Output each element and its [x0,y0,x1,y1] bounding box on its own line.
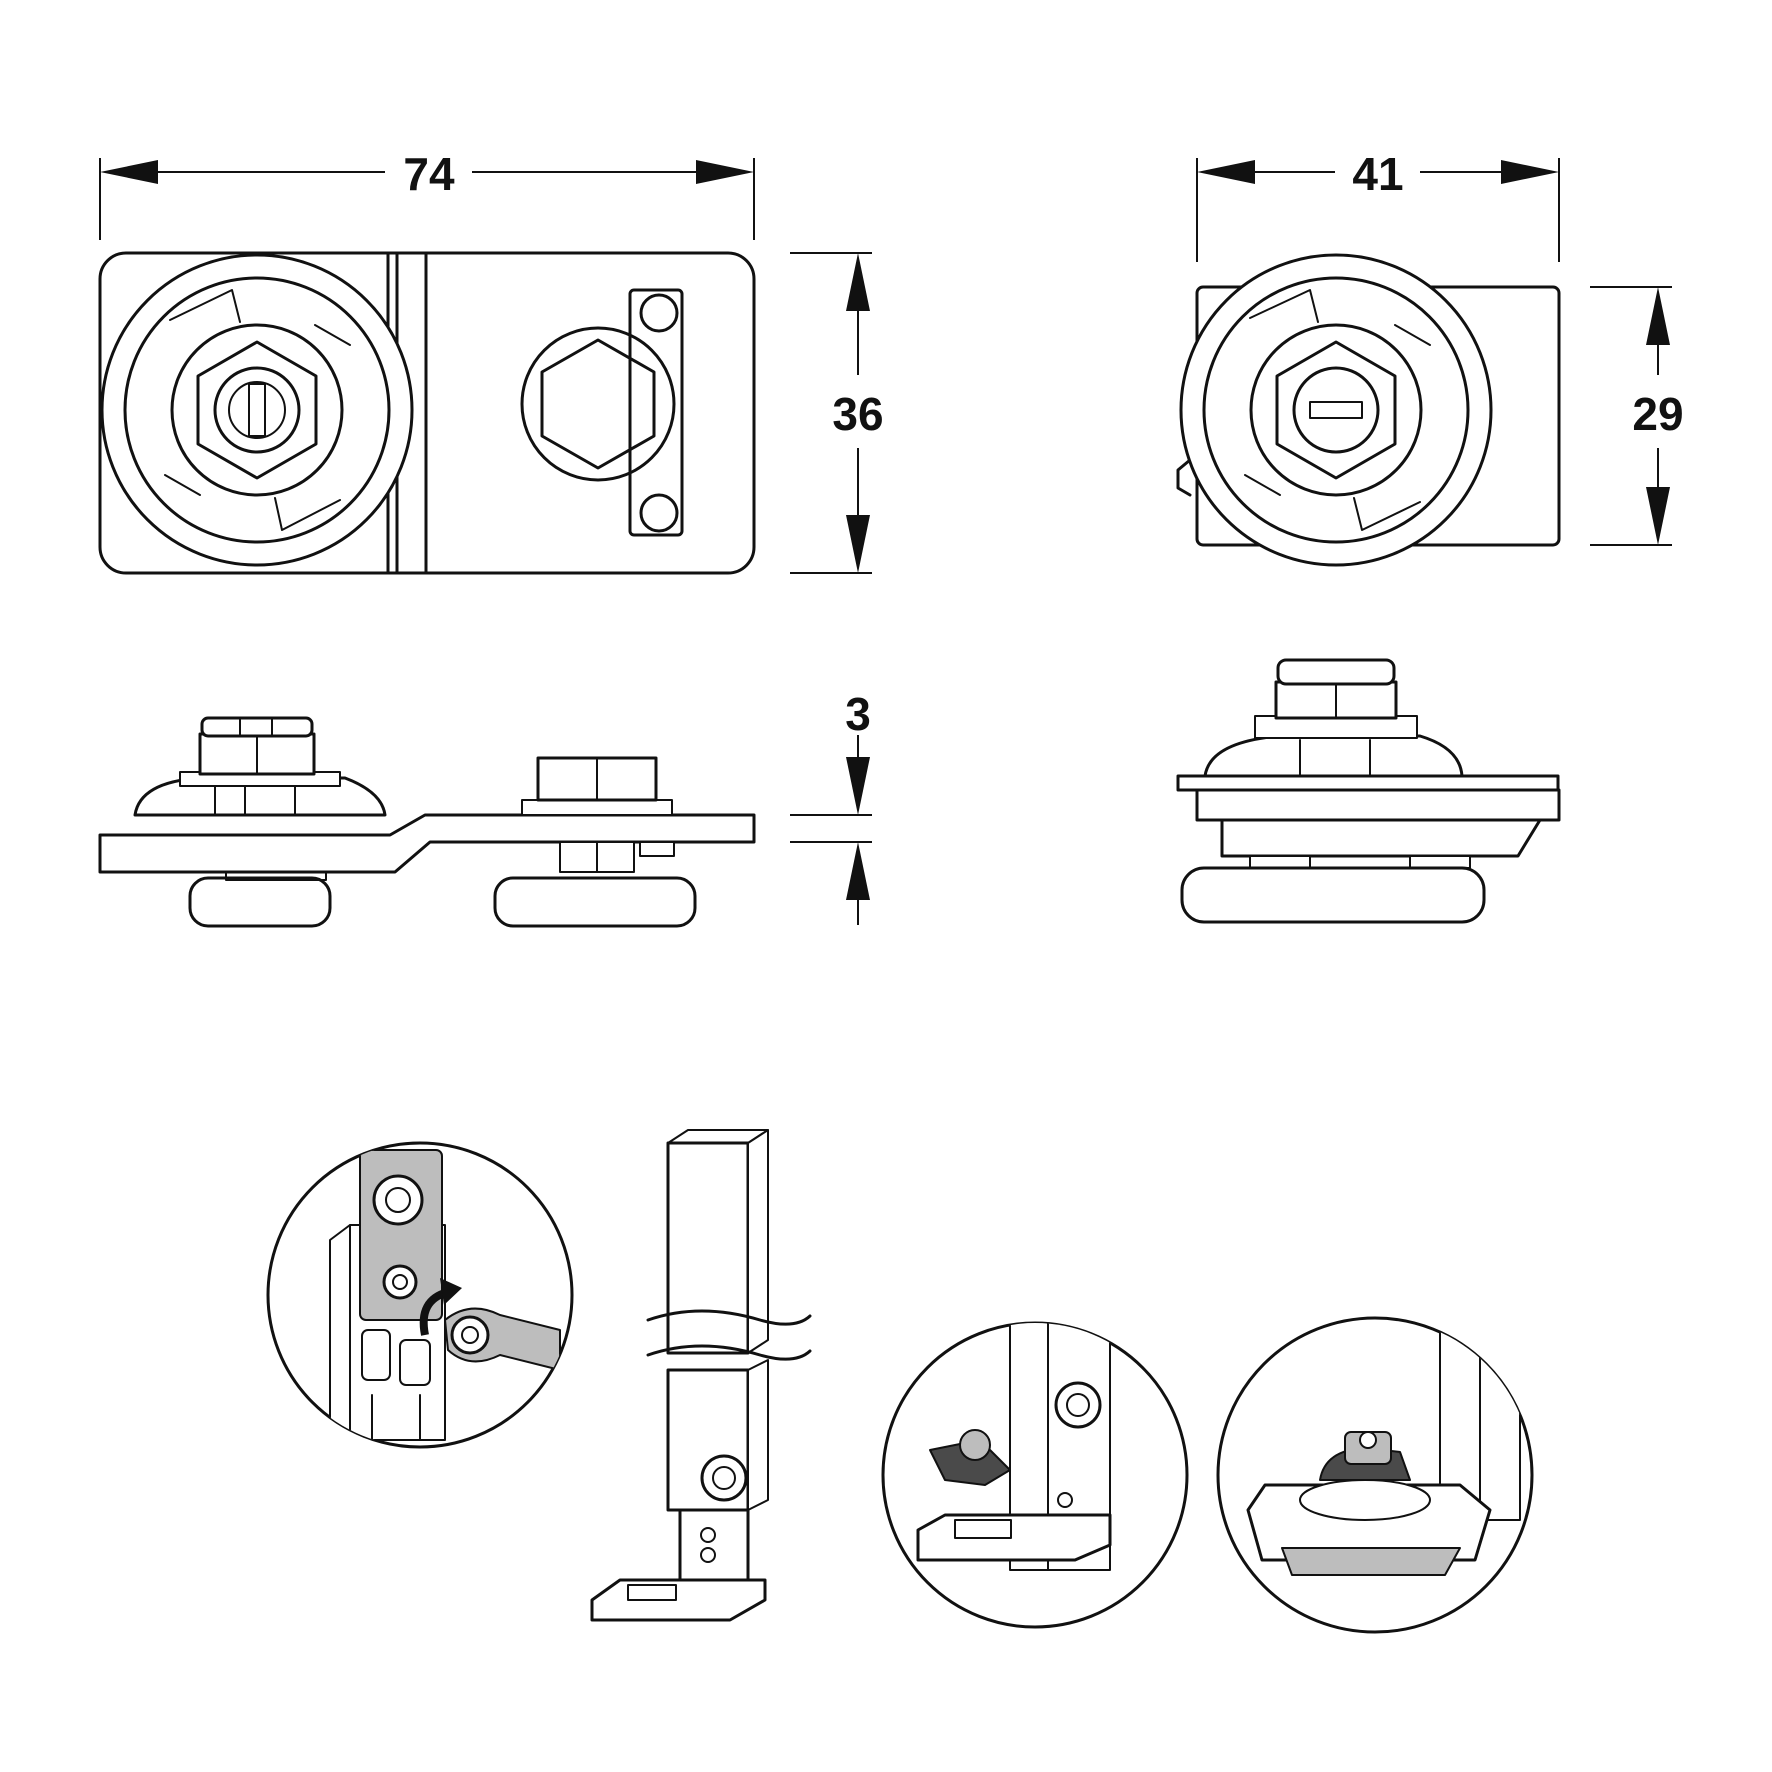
post-lower-side [747,1359,769,1511]
carrier-nut [959,1429,991,1461]
arrow-right-icon [696,160,754,184]
base-slot [954,1519,1012,1539]
profile-side [329,1224,351,1441]
bolt-head [213,366,301,454]
hex-bolt [382,1264,418,1300]
side-view-carrier [1176,658,1561,924]
arrow-right-icon [1501,160,1559,184]
dimension-plate-thickness: 3 [790,688,872,925]
dimension-label: 41 [1352,148,1403,200]
post-face [1479,1319,1521,1521]
nut-ring [170,323,344,497]
base-plate [590,1578,767,1622]
profile-slot [361,1329,391,1381]
post-bolt [1054,1381,1102,1429]
arrow-up-icon [1646,287,1670,345]
carrier-top-flange [1176,774,1560,792]
stepped-plate [98,813,756,874]
dimension-label: 36 [832,388,883,440]
roller-wheel [493,876,697,928]
arrow-head-icon [440,1278,462,1305]
arrow-left-icon [1197,160,1255,184]
roller-axle [1249,855,1311,869]
bracket-hole [450,1315,490,1355]
carrier-body-side [1195,788,1561,822]
eccentric-slot [164,324,351,496]
roller-disc-ring [123,276,391,544]
bolt-head-side [1276,658,1396,686]
eccentric-washer [1299,1479,1431,1521]
nut-ring [1249,323,1423,497]
roller-axle [225,871,327,881]
mounting-hole [639,293,679,333]
eccentric-slot [169,289,341,531]
break-line [646,1344,812,1361]
dimension-plate-length: 74 [99,148,755,240]
locating-pin [639,841,675,857]
hex-bolt [540,338,656,470]
installation-detail-base [881,1321,1189,1629]
arrow-down-icon [846,757,870,815]
base-plate [916,1513,1112,1562]
break-line [646,1309,812,1326]
roller-disc [100,253,414,567]
eccentric-washer [1203,734,1464,778]
bolt-head-side [200,716,314,738]
roller-axle [1409,855,1471,869]
roller-disc [1179,253,1493,567]
profile-slot [399,1339,431,1386]
installation-detail-mount [266,1141,574,1449]
base-slot [627,1584,677,1601]
roller-disc [372,1174,424,1226]
carrier-base [1220,818,1542,858]
screw-slot [248,383,266,437]
hex-bolt-washer [520,326,676,482]
post-bolt [700,1454,748,1502]
eccentric-slot [1244,324,1431,496]
dimension-label: 74 [403,148,455,200]
hex-nut [196,340,318,480]
arrow-up-icon [846,253,870,311]
post-upper-side [747,1129,769,1354]
mounting-hole [639,493,679,533]
roller-disc-ring [1202,276,1470,544]
post-upper [666,1141,750,1355]
dimension-carrier-length: 41 [1196,148,1560,262]
bolt-core [228,381,286,439]
installation-detail-adjust [1216,1316,1534,1634]
hex-nut [1275,340,1397,480]
washer [521,799,673,816]
roller-wheel [188,876,332,928]
roller-wheel [1180,866,1486,924]
side-view-plate [98,716,756,928]
top-view-carrier [1176,253,1561,567]
dimension-label: 29 [1632,388,1683,440]
hole-strip [628,288,684,537]
arrow-down-icon [846,515,870,573]
eccentric-slot [1249,289,1421,531]
post-foot [678,1508,750,1587]
dimension-plate-width: 36 [790,252,884,574]
dimension-label: 3 [845,688,871,740]
dimension-carrier-width: 29 [1590,286,1684,546]
arrow-up-icon [846,842,870,900]
top-view-plate [98,251,756,575]
bolt-head [1292,366,1380,454]
carrier-lip [1176,458,1192,497]
door-post-profile [590,1129,812,1622]
arrow-left-icon [100,160,158,184]
base-shadow [1281,1547,1461,1576]
screw-slot [1309,401,1363,419]
arrow-down-icon [1646,487,1670,545]
